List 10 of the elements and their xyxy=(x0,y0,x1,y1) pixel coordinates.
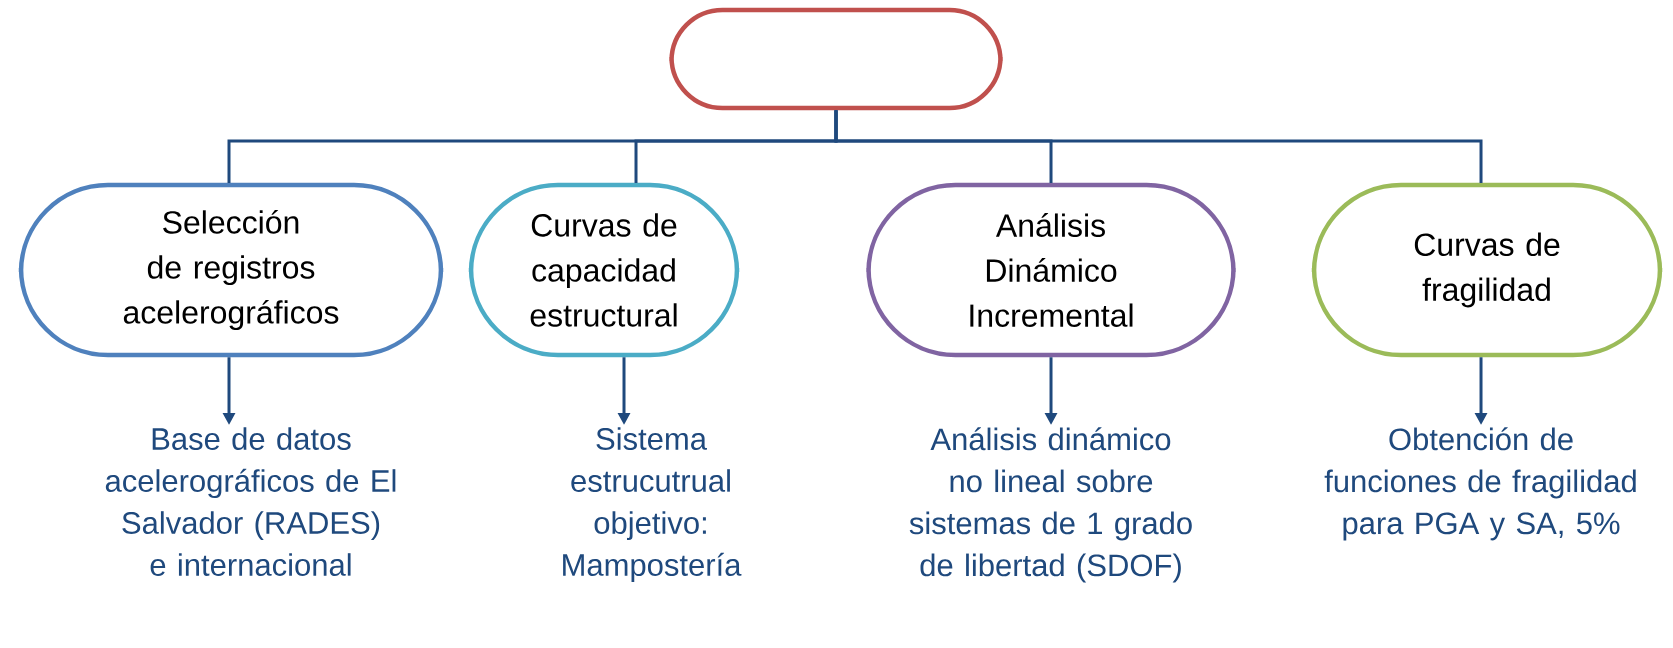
process-box: Selección de registros acelerográficos xyxy=(18,182,444,358)
description-text: Obtención de funciones de fragilidad para PGA y SA, 5% xyxy=(1324,427,1636,541)
description-text: Análisis dinámico no lineal sobre sistemas de 1 grado de libertad (SDOF) xyxy=(909,427,1192,583)
description-text: Base de datos acelerográficos de El Salvador (RADES) e internacional xyxy=(105,427,396,576)
process-box: Análisis Dinámico Incremental xyxy=(866,182,1236,358)
process-box: Curvas de fragilidad xyxy=(1311,182,1663,358)
process-box: Curvas de capacidad estructural xyxy=(468,182,740,358)
rounded-box xyxy=(669,7,1003,111)
connector-line xyxy=(834,110,1483,183)
description-text: Sistema estrucutrual objetivo: Mampostería xyxy=(563,427,742,583)
